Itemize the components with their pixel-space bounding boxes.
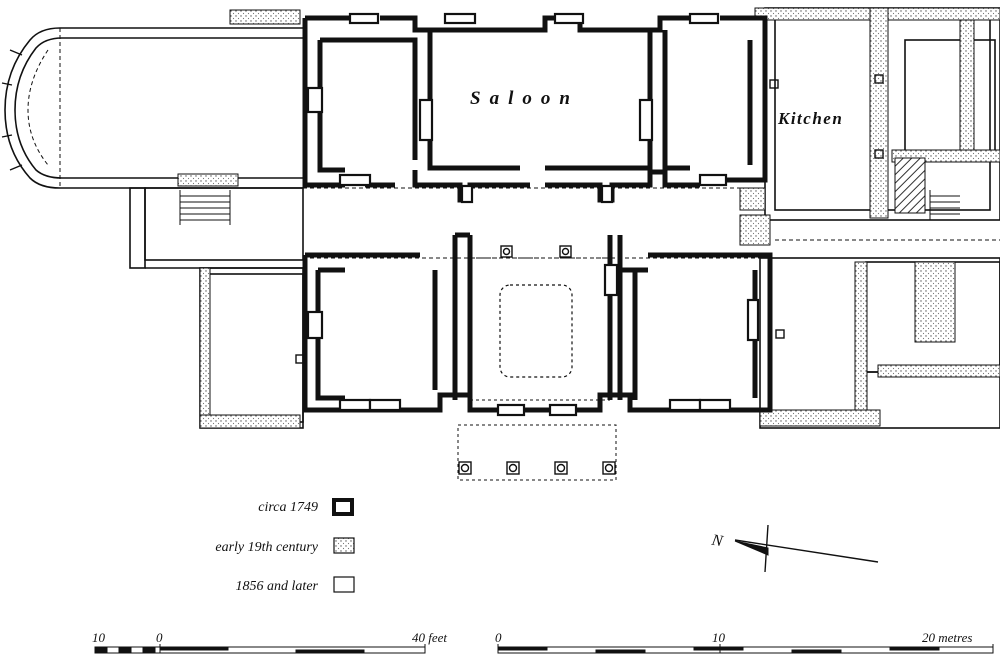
north-arrow: N bbox=[709, 524, 879, 573]
legend-label-early-19c: early 19th century bbox=[215, 540, 318, 555]
hatched-wall bbox=[894, 157, 926, 214]
window-blocks bbox=[306, 12, 760, 417]
legend-swatch-early-19c bbox=[333, 537, 355, 554]
scale-bar-metres: 0 10 20 metres bbox=[495, 630, 994, 654]
legend-swatch-c1749 bbox=[332, 498, 354, 516]
legend: circa 1749 early 19th century 1856 and l… bbox=[215, 498, 355, 594]
scale-metres-zero-label: 0 bbox=[495, 630, 502, 645]
legend-label-c1749: circa 1749 bbox=[258, 500, 318, 515]
hall-details bbox=[295, 74, 884, 475]
c1749-walls bbox=[302, 15, 773, 413]
scale-metres-end-label: 20 metres bbox=[922, 630, 972, 645]
room-label-kitchen: Kitchen bbox=[777, 109, 843, 128]
legend-swatch-1856 bbox=[333, 576, 355, 593]
scale-metres-mid-label: 10 bbox=[712, 630, 726, 645]
early-19c-walls bbox=[177, 7, 1000, 429]
scale-feet-left-label: 10 bbox=[92, 630, 106, 645]
north-label: N bbox=[709, 532, 725, 551]
scale-feet-zero-label: 0 bbox=[156, 630, 163, 645]
scale-feet-end-label: 40 feet bbox=[412, 630, 447, 645]
scale-bar-feet: 10 0 40 feet bbox=[92, 630, 447, 654]
room-label-saloon: Saloon bbox=[470, 88, 579, 109]
legend-label-1856: 1856 and later bbox=[236, 579, 319, 594]
